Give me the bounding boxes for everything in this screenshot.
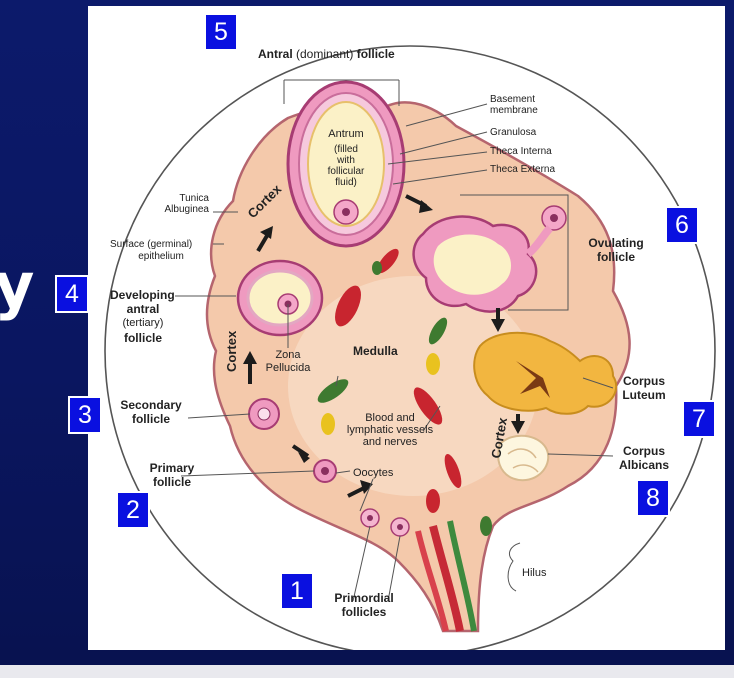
slide-title-fragment: y — [0, 249, 35, 322]
antrum-detail-1: (filled — [334, 144, 358, 155]
developing-line2: antral — [126, 302, 160, 316]
ovulating-line1: Ovulating — [588, 236, 644, 250]
ovulating-line2: follicle — [596, 250, 635, 264]
hilus-vessels — [415, 520, 477, 632]
leader-lines — [175, 79, 614, 602]
badge-1: 1 — [280, 572, 314, 610]
zona-line2: Pellucida — [265, 362, 311, 374]
ovary-illustration: Cortex Cortex Cortex — [104, 45, 716, 650]
granulosa-label: Granulosa — [490, 127, 537, 138]
antral-follicle-title: Antral (dominant) follicle — [258, 48, 395, 60]
developing-line4: follicle — [123, 331, 162, 345]
small-follicles — [248, 398, 410, 537]
theca-externa-label: Theca Externa — [490, 164, 556, 175]
blood-line2: lymphatic vessels — [346, 424, 434, 436]
badge-3: 3 — [68, 396, 102, 434]
developing-line3: (tertiary) — [122, 317, 164, 329]
title-regular: (dominant) — [292, 47, 357, 61]
title-bold-1: Antral — [258, 47, 293, 61]
cortex-label-left: Cortex — [224, 330, 239, 372]
corpus-luteum — [473, 331, 618, 415]
luteum-line2: Luteum — [622, 388, 666, 402]
primary-line1: Primary — [149, 461, 195, 475]
badge-2: 2 — [116, 491, 150, 529]
badge-6: 6 — [665, 206, 699, 244]
badge-7: 7 — [682, 400, 716, 438]
developing-follicle — [236, 259, 324, 337]
basement-membrane-line2: membrane — [490, 105, 538, 116]
developing-line1: Developing — [110, 288, 175, 302]
secondary-line1: Secondary — [120, 398, 182, 412]
antrum-title: Antrum — [328, 128, 364, 140]
oocytes-label: Oocytes — [353, 467, 394, 479]
badge-4: 4 — [55, 275, 89, 313]
albicans-line2: Albicans — [618, 458, 669, 472]
albicans-line1: Corpus — [623, 444, 665, 458]
cortex-label-right: Cortex — [488, 416, 510, 460]
antrum-detail-3: follicular — [327, 166, 365, 177]
antrum-detail-4: fluid) — [335, 177, 357, 188]
diagram-panel: Cortex Cortex Cortex Antral (dominant) f… — [88, 6, 725, 650]
blood-vessel-fragments — [317, 248, 492, 536]
zona-line1: Zona — [275, 349, 301, 361]
corpus-albicans — [497, 434, 550, 482]
blood-line3: and nerves — [362, 436, 418, 448]
ovulating-follicle — [412, 205, 567, 313]
tunica-line2: Albuginea — [164, 204, 209, 215]
surface-epithelium-line1: Surface (germinal) — [110, 239, 193, 250]
basement-membrane-line1: Basement — [490, 94, 536, 105]
process-arrows — [243, 194, 525, 498]
blood-line1: Blood and — [365, 412, 415, 424]
hilus-label: Hilus — [522, 567, 547, 579]
primary-line2: follicle — [152, 475, 191, 489]
antrum-detail-2: with — [337, 155, 355, 166]
outer-circle — [104, 45, 716, 650]
medulla-region — [288, 276, 538, 496]
badge-8: 8 — [636, 479, 670, 517]
badge-5: 5 — [204, 13, 238, 51]
bottom-bar — [0, 665, 734, 678]
surface-epithelium-line2: epithelium — [138, 251, 184, 262]
antral-follicle — [286, 80, 406, 248]
primordial-line1: Primordial — [334, 591, 394, 605]
medulla-label: Medulla — [353, 344, 398, 358]
theca-interna-label: Theca Interna — [490, 146, 552, 157]
tunica-line1: Tunica — [179, 193, 209, 204]
primordial-line2: follicles — [341, 605, 387, 619]
title-bold-2: follicle — [356, 47, 395, 61]
luteum-line1: Corpus — [623, 374, 665, 388]
secondary-line2: follicle — [131, 412, 170, 426]
